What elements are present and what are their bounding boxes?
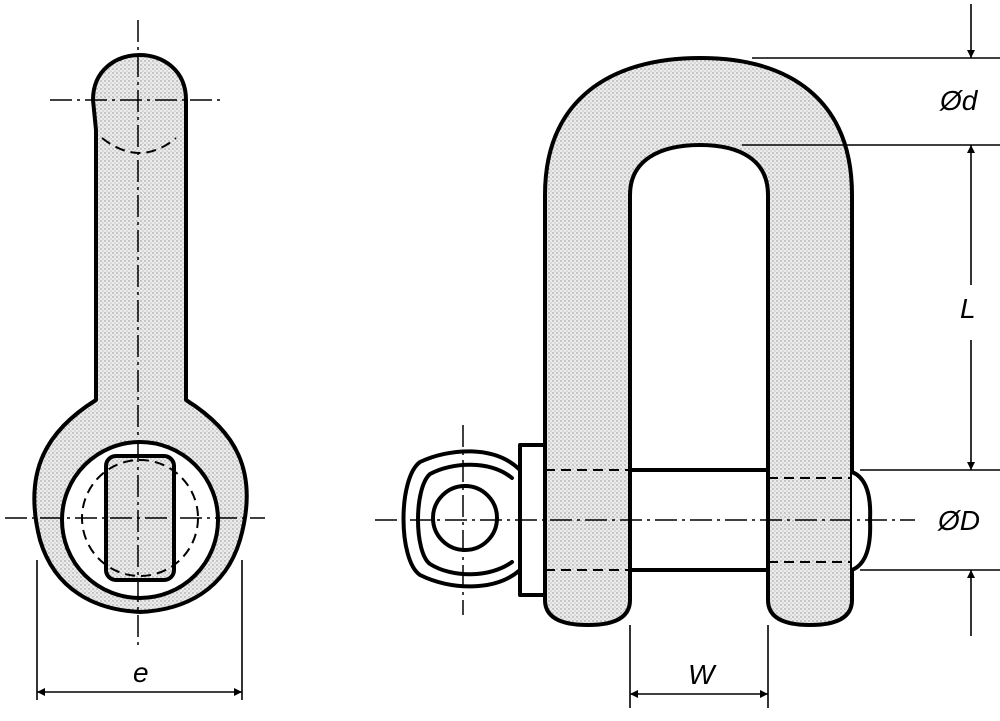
front-view: W Ød L ØD — [375, 4, 1000, 708]
side-view-hidden-top — [101, 137, 177, 154]
dim-d-large-label: ØD — [937, 505, 980, 536]
side-view: e — [5, 20, 265, 700]
dim-l-label: L — [960, 293, 976, 324]
dim-e-label: e — [133, 657, 149, 688]
dim-w-label: W — [688, 659, 717, 690]
front-view-pin-hole — [431, 484, 499, 552]
dim-d-small-label: Ød — [939, 85, 979, 116]
front-view-pin-end — [851, 470, 873, 572]
front-view-bow — [543, 56, 854, 627]
